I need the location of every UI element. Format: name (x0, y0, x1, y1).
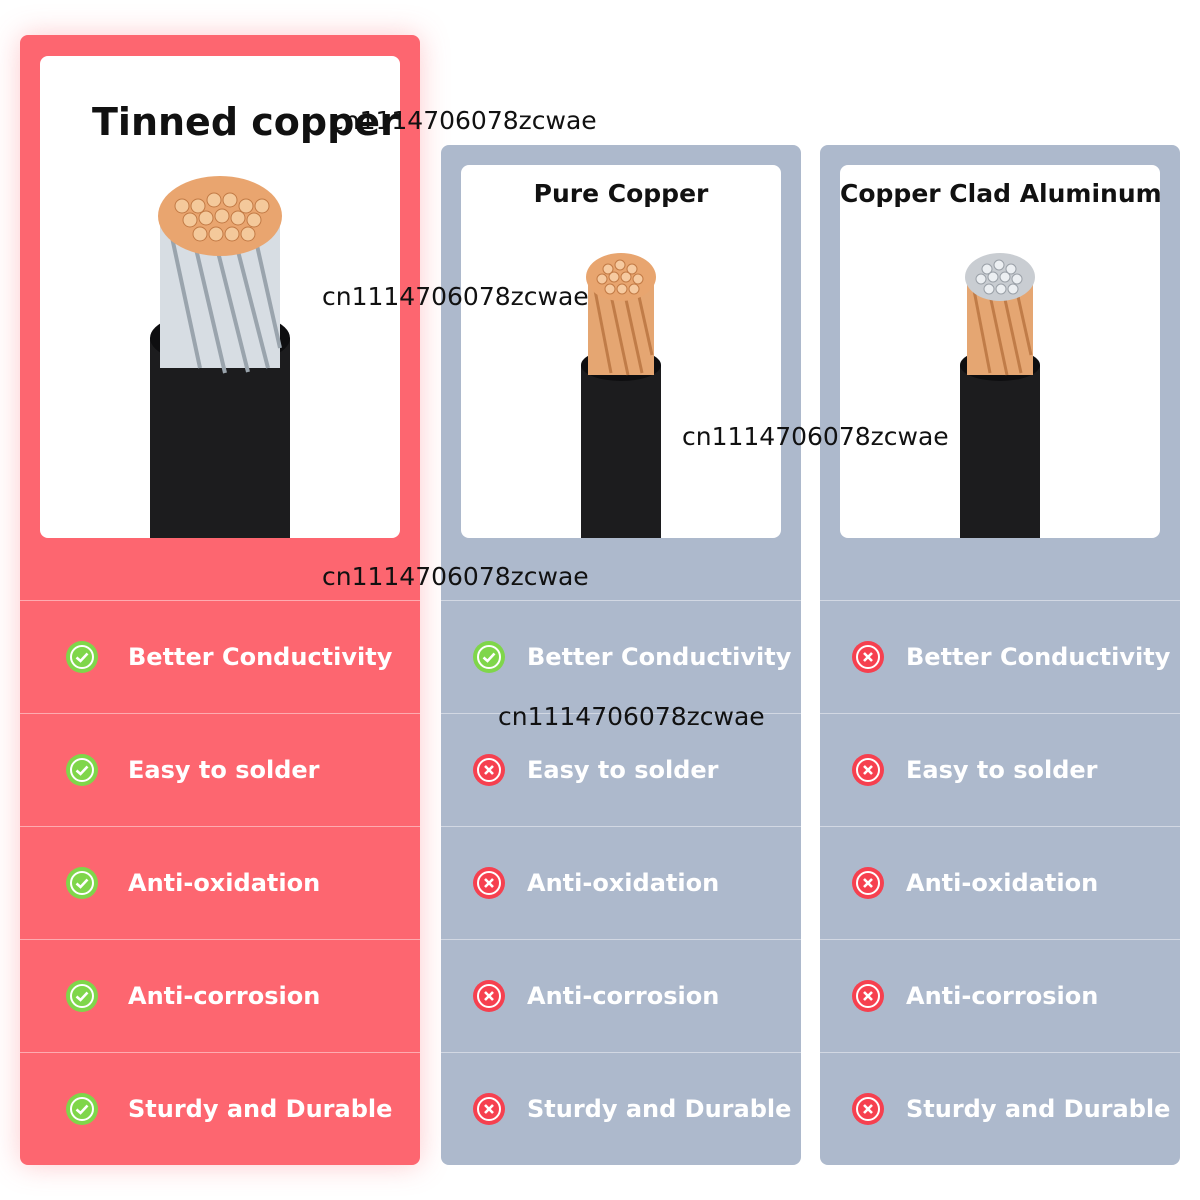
feature-label: Better Conductivity (527, 643, 792, 671)
feature-label: Anti-oxidation (128, 869, 321, 897)
watermark-text: cn1114706078zcwae (682, 422, 949, 451)
feature-row: Anti-oxidation (820, 826, 1180, 939)
feature-label: Easy to solder (906, 756, 1098, 784)
feature-row: Better Conductivity (441, 600, 801, 713)
watermark-text: cn1114706078zcwae (322, 282, 589, 311)
feature-list: Better Conductivity Easy to solder Anti-… (441, 600, 801, 1165)
feature-label: Anti-oxidation (906, 869, 1099, 897)
feature-row: Better Conductivity (820, 600, 1180, 713)
x-circle-icon (852, 867, 884, 899)
feature-label: Easy to solder (128, 756, 320, 784)
tinned-copper-cable-image (150, 176, 290, 538)
feature-label: Anti-oxidation (527, 869, 720, 897)
feature-label: Sturdy and Durable (128, 1095, 393, 1123)
check-circle-icon (66, 754, 98, 786)
x-circle-icon (473, 867, 505, 899)
feature-label: Anti-corrosion (906, 982, 1099, 1010)
card-title: Tinned copper (92, 100, 399, 144)
feature-row: Sturdy and Durable (441, 1052, 801, 1165)
feature-label: Anti-corrosion (128, 982, 321, 1010)
check-circle-icon (66, 867, 98, 899)
comparison-column-pure-copper: Pure Copper Better Conductivity (441, 145, 801, 1165)
product-card: Tinned copper (40, 56, 400, 538)
feature-list: Better Conductivity Easy to solder Anti-… (20, 600, 420, 1165)
card-title: Copper Clad Aluminum (840, 179, 1160, 208)
x-circle-icon (852, 980, 884, 1012)
card-title: Pure Copper (533, 179, 709, 208)
feature-row: Easy to solder (20, 713, 420, 826)
feature-row: Easy to solder (820, 713, 1180, 826)
comparison-column-copper-clad-aluminum: Copper Clad Aluminum Better Conductivi (820, 145, 1180, 1165)
x-circle-icon (473, 754, 505, 786)
feature-label: Better Conductivity (128, 643, 393, 671)
watermark-text: cn1114706078zcwae (322, 562, 589, 591)
feature-row: Sturdy and Durable (20, 1052, 420, 1165)
check-circle-icon (66, 641, 98, 673)
feature-label: Easy to solder (527, 756, 719, 784)
check-circle-icon (66, 1093, 98, 1125)
feature-list: Better Conductivity Easy to solder Anti-… (820, 600, 1180, 1165)
comparison-column-tinned-copper: Tinned copper Better (20, 35, 420, 1165)
x-circle-icon (852, 1093, 884, 1125)
feature-row: Anti-oxidation (441, 826, 801, 939)
product-card: Copper Clad Aluminum (840, 165, 1160, 538)
feature-row: Anti-corrosion (441, 939, 801, 1052)
x-circle-icon (473, 980, 505, 1012)
feature-row: Anti-corrosion (20, 939, 420, 1052)
x-circle-icon (852, 641, 884, 673)
watermark-text: cn1114706078zcwae (498, 702, 765, 731)
x-circle-icon (473, 1093, 505, 1125)
feature-row: Better Conductivity (20, 600, 420, 713)
feature-label: Anti-corrosion (527, 982, 720, 1010)
check-circle-icon (66, 980, 98, 1012)
feature-label: Sturdy and Durable (906, 1095, 1171, 1123)
watermark-text: cn1114706078zcwae (330, 106, 597, 135)
feature-row: Sturdy and Durable (820, 1052, 1180, 1165)
check-circle-icon (473, 641, 505, 673)
feature-row: Anti-corrosion (820, 939, 1180, 1052)
product-card: Pure Copper (461, 165, 781, 538)
feature-label: Better Conductivity (906, 643, 1171, 671)
feature-label: Sturdy and Durable (527, 1095, 792, 1123)
pure-copper-cable-image (581, 253, 661, 538)
feature-row: Easy to solder (441, 713, 801, 826)
x-circle-icon (852, 754, 884, 786)
copper-clad-aluminum-cable-image (960, 253, 1040, 538)
feature-row: Anti-oxidation (20, 826, 420, 939)
